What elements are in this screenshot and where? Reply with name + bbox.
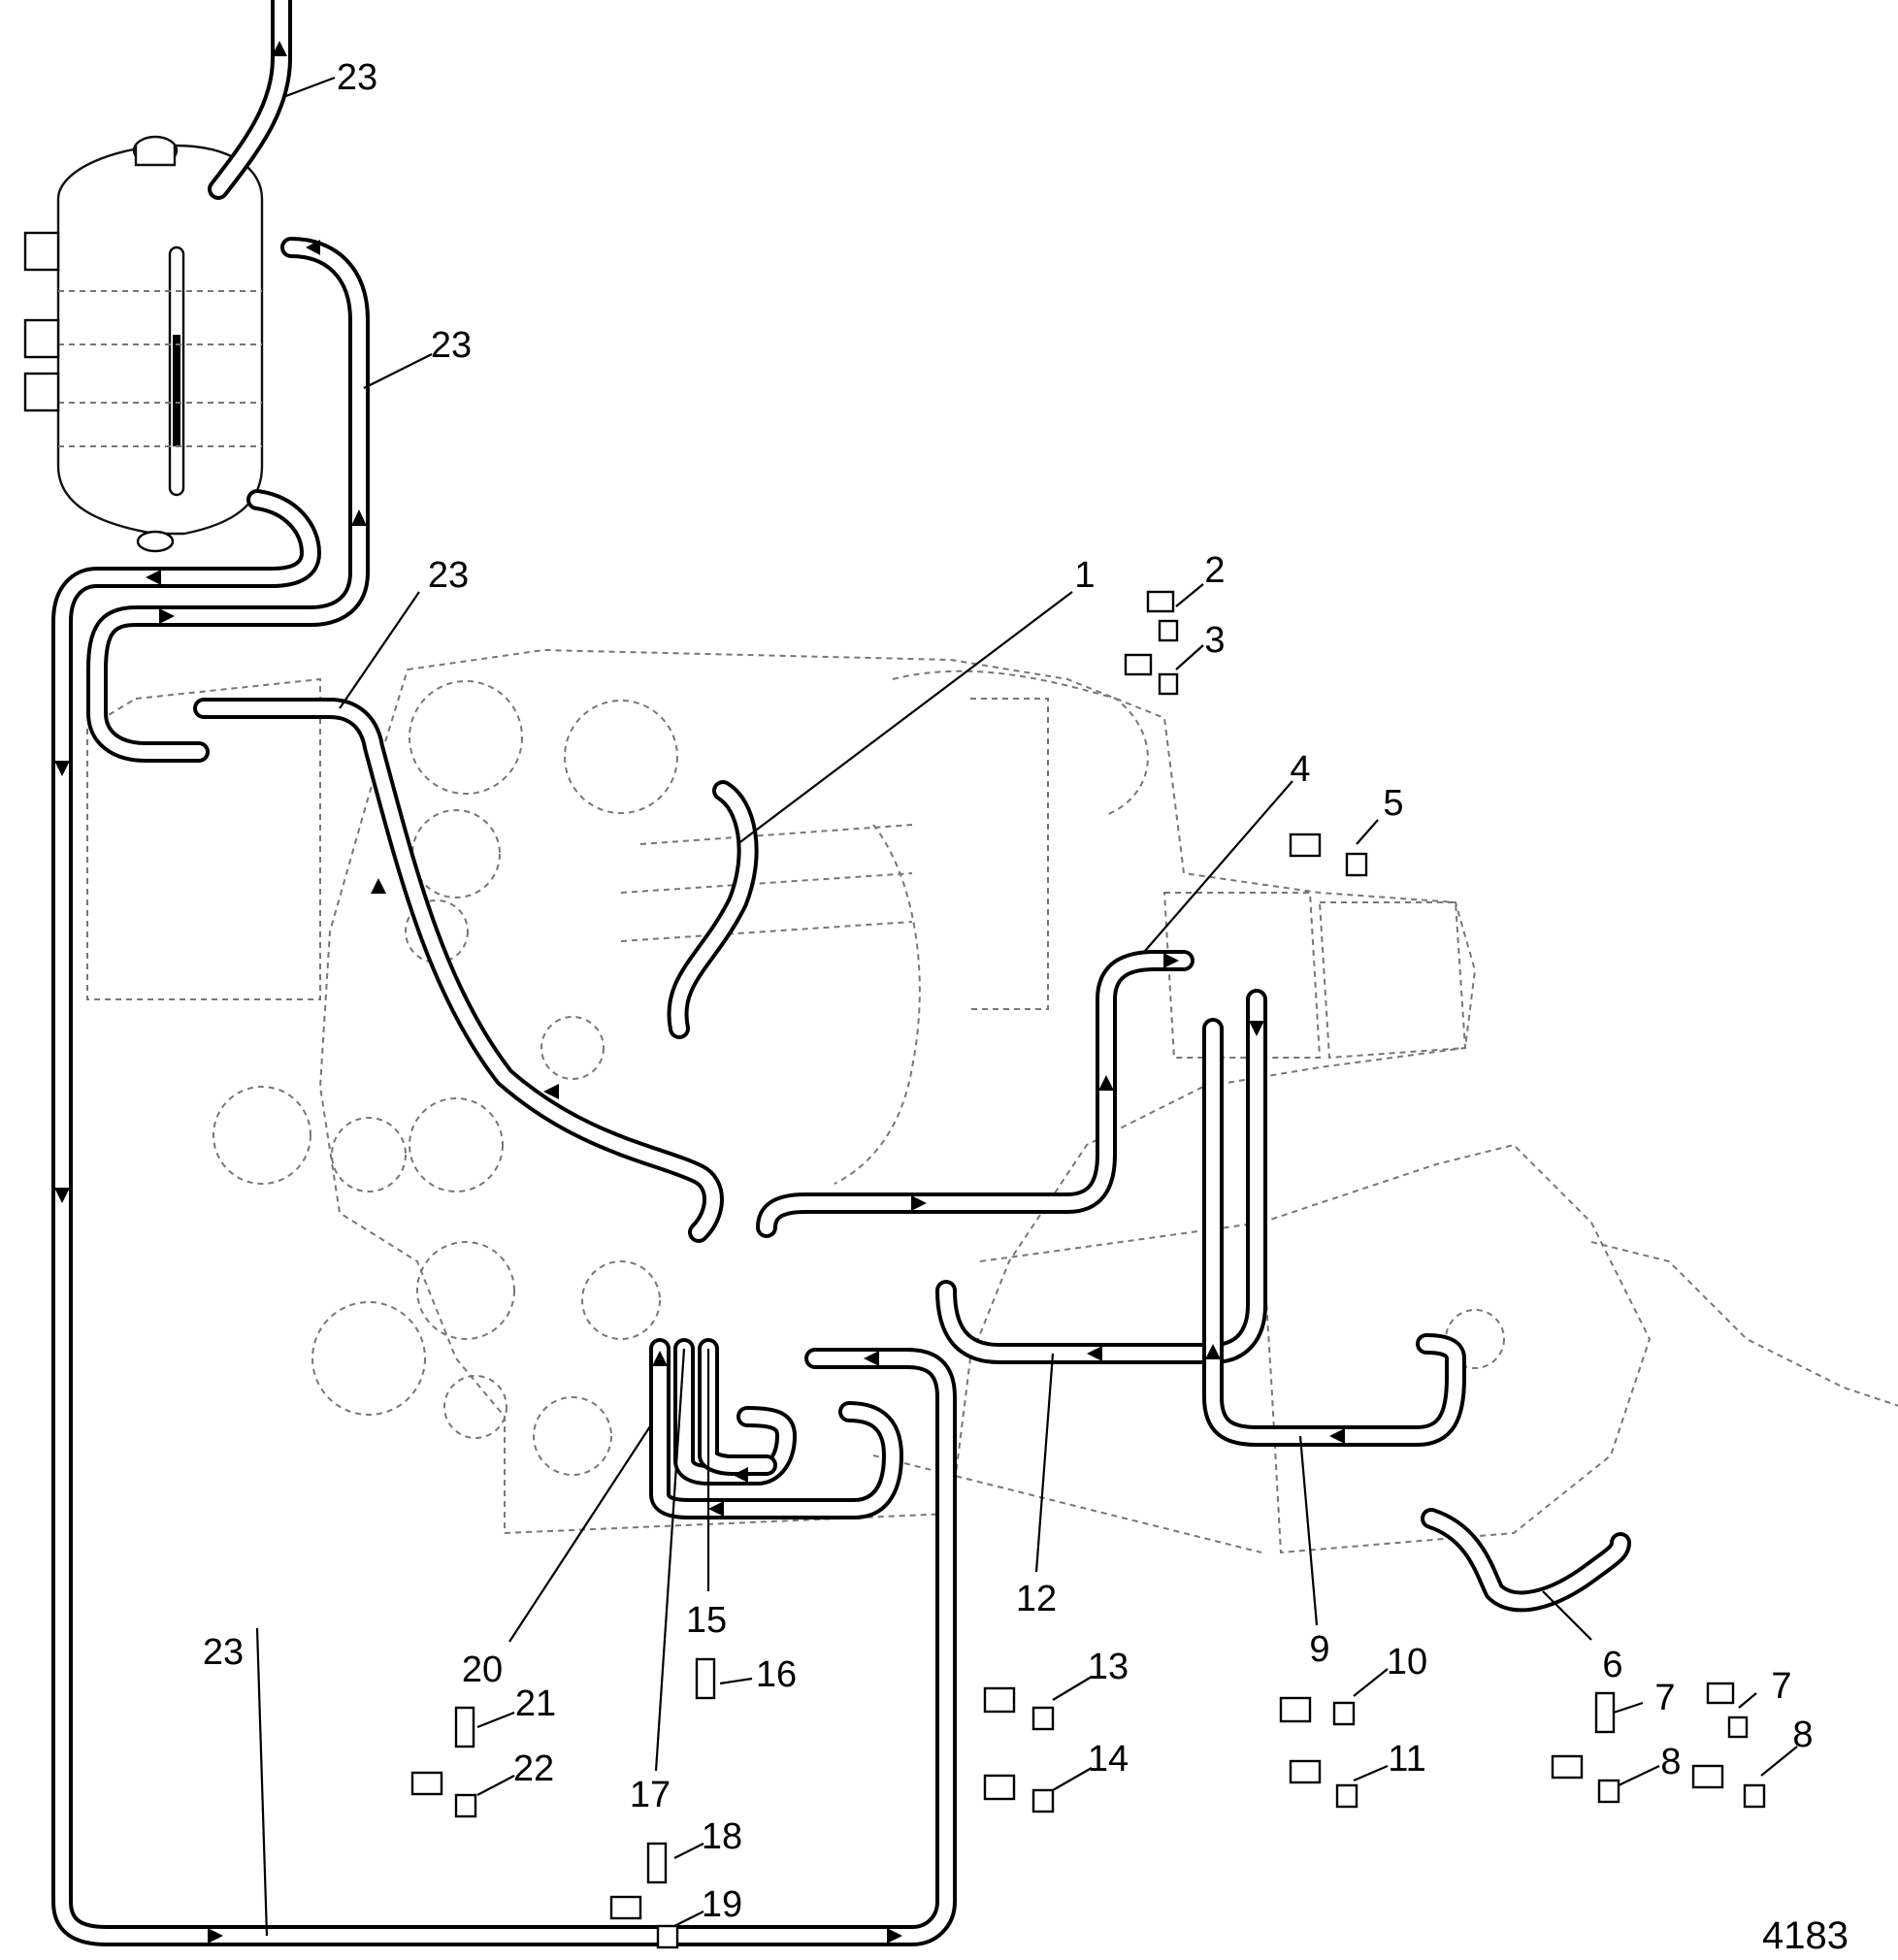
fitting-3: [1124, 653, 1179, 696]
fitting-5: [1289, 833, 1368, 877]
callout-5: 5: [1383, 783, 1403, 824]
fitting-7b: [1706, 1682, 1749, 1739]
fitting-2: [1146, 590, 1179, 642]
fitting-19: [609, 1895, 679, 1949]
callout-18: 18: [702, 1816, 742, 1857]
fitting-10: [1279, 1696, 1356, 1726]
fitting-18: [646, 1842, 668, 1884]
callout-12: 12: [1016, 1579, 1057, 1619]
fitting-7a: [1594, 1691, 1616, 1734]
fitting-8a: [1551, 1754, 1620, 1804]
callout-17: 17: [630, 1775, 671, 1815]
fitting-16: [695, 1657, 716, 1700]
callout-8a: 8: [1660, 1742, 1681, 1782]
callout-22: 22: [513, 1748, 554, 1789]
fitting-13: [983, 1686, 1055, 1731]
leader-lines: [255, 76, 1798, 1937]
flow-arrows: [54, 41, 1345, 1944]
callout-15: 15: [686, 1600, 727, 1641]
callout-11: 11: [1388, 1739, 1425, 1780]
callout-23c: 23: [428, 555, 469, 596]
fitting-22: [410, 1771, 477, 1818]
callout-21: 21: [515, 1683, 556, 1724]
callout-9: 9: [1309, 1629, 1329, 1670]
fitting-11: [1289, 1759, 1358, 1809]
callout-6: 6: [1602, 1645, 1622, 1685]
callout-7b: 7: [1771, 1666, 1791, 1707]
hose-routes: [51, 0, 1631, 1946]
callout-16: 16: [756, 1654, 797, 1695]
callout-labels: 1 2 3 4 5 6 7 7 8 8 9 10 11 12 13 14 15 …: [203, 57, 1814, 1925]
callout-20: 20: [462, 1650, 503, 1690]
callout-13: 13: [1088, 1647, 1129, 1687]
callout-7a: 7: [1654, 1678, 1675, 1718]
figure-reference-number: 4183: [1762, 1914, 1849, 1957]
callout-23b: 23: [431, 325, 472, 366]
expansion-tank: [23, 135, 264, 553]
callout-23a: 23: [337, 57, 377, 98]
callout-23d: 23: [203, 1632, 244, 1673]
callout-19: 19: [702, 1884, 742, 1925]
fitting-21: [454, 1706, 475, 1748]
callout-14: 14: [1088, 1739, 1129, 1780]
loose-fittings: [410, 590, 1766, 1949]
callout-10: 10: [1387, 1642, 1427, 1682]
callout-8b: 8: [1792, 1715, 1813, 1755]
callout-2: 2: [1204, 550, 1225, 591]
engine-outline: [86, 648, 1898, 1554]
fitting-8b: [1691, 1764, 1766, 1809]
fitting-14: [983, 1774, 1055, 1813]
callout-4: 4: [1290, 749, 1310, 790]
callout-3: 3: [1204, 620, 1225, 661]
callout-1: 1: [1074, 555, 1095, 596]
